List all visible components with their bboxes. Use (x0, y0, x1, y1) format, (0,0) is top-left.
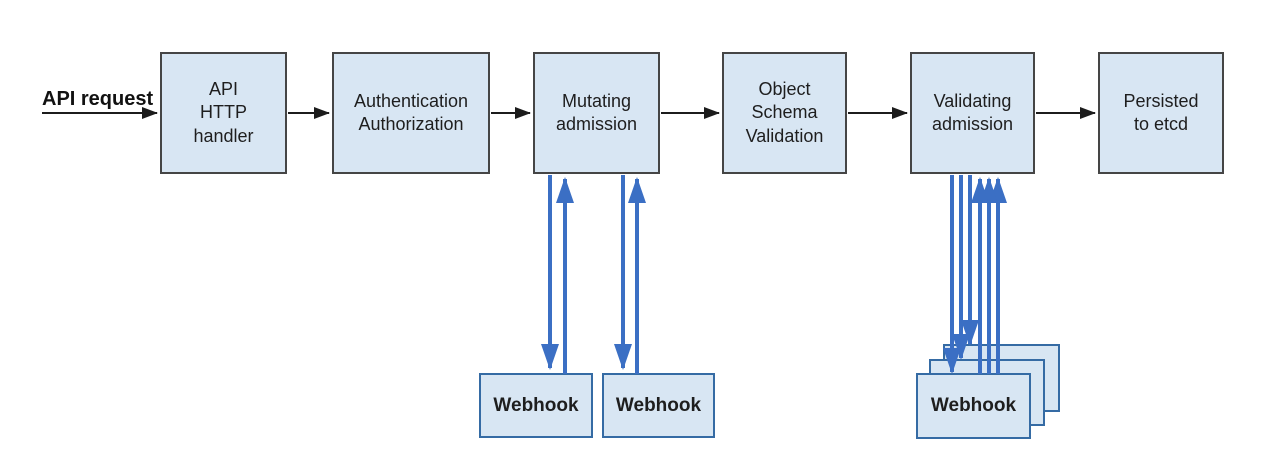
node-object-schema-validation: Object Schema Validation (722, 52, 847, 174)
mutating-webhook-box-1: Webhook (479, 373, 593, 438)
node-authentication-authorization: Authentication Authorization (332, 52, 490, 174)
webhook-label: Webhook (930, 395, 1017, 416)
node-validating-admission: Validating admission (910, 52, 1035, 174)
node-label: Object Schema Validation (745, 78, 824, 146)
node-label: Authentication Authorization (353, 90, 469, 134)
node-label: Mutating admission (555, 90, 638, 134)
mutating-webhook-arrows (541, 175, 646, 374)
node-label: API HTTP handler (193, 78, 254, 146)
node-mutating-admission: Mutating admission (533, 52, 660, 174)
node-label: Persisted to etcd (1123, 90, 1199, 134)
webhook-label: Webhook (615, 394, 702, 416)
node-label: Validating admission (931, 90, 1014, 134)
mutating-webhook-box-2: Webhook (602, 373, 715, 438)
node-api-http-handler: API HTTP handler (160, 52, 287, 174)
node-persisted-to-etcd: Persisted to etcd (1098, 52, 1224, 174)
webhook-label: Webhook (493, 394, 579, 416)
webhook-card-front: Webhook (916, 373, 1031, 439)
api-request-label: API request (42, 88, 154, 110)
